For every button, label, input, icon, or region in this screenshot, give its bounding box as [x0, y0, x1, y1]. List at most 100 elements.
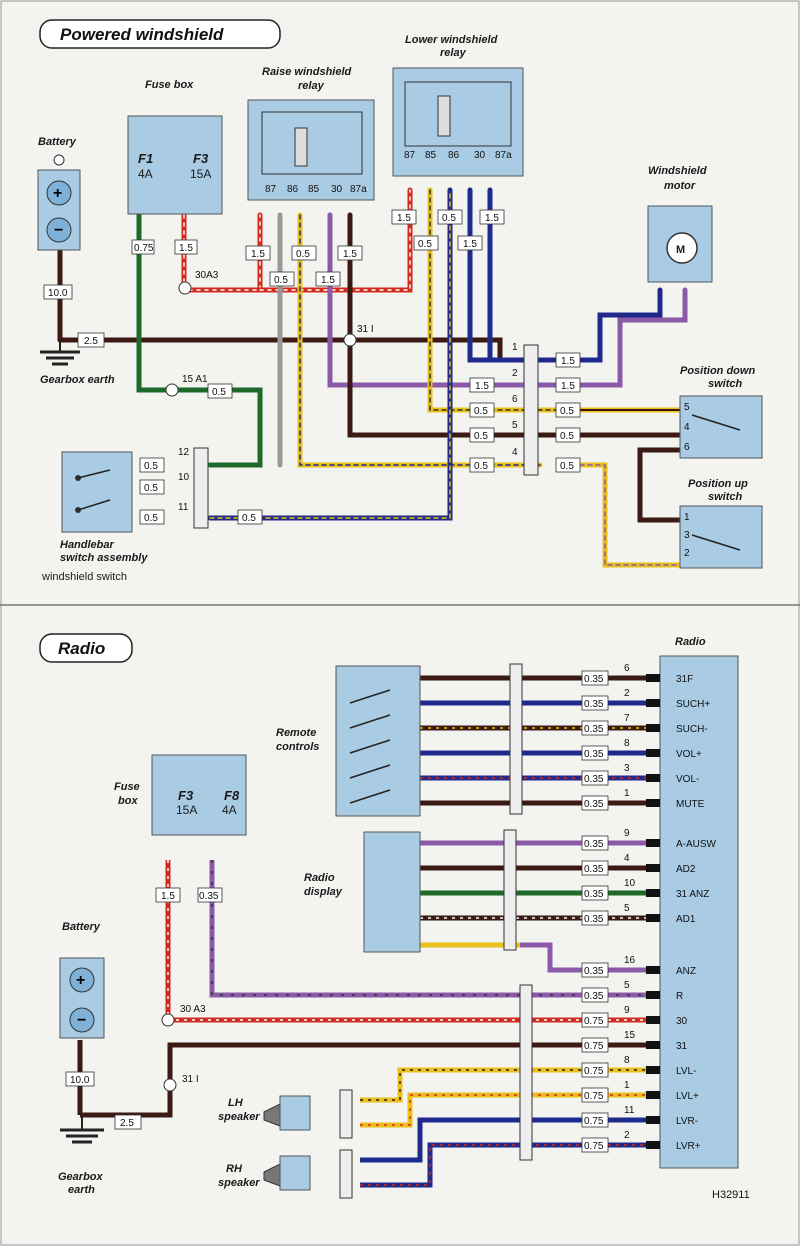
wire-size-value: 0.75 — [584, 1141, 604, 1152]
svg-text:85: 85 — [308, 184, 320, 195]
radio-pin-label: SUCH- — [676, 724, 708, 735]
size-tags-upper: 1.5 0.5 0.5 1.5 1.5 1.5 0.5 0.5 1.5 1.5 … — [139, 209, 581, 525]
radio-f3-label: F3 — [178, 788, 194, 803]
radio-pin-number: 5 — [624, 903, 630, 914]
radio-size-tags: 0.350.350.350.350.350.350.350.350.350.35… — [581, 670, 609, 1153]
handlebar-sub-label: windshield switch — [41, 571, 127, 583]
svg-text:earth: earth — [68, 1184, 95, 1196]
radio-pin-number: 3 — [624, 763, 630, 774]
f3-rating: 15A — [190, 167, 211, 181]
wire-size-value: 0.35 — [584, 839, 604, 850]
fuse-box-label: Fuse box — [145, 79, 194, 91]
wire-yellow-up-trace — [579, 464, 681, 566]
svg-text:box: box — [118, 795, 138, 807]
wire-size-value: 0.35 — [584, 991, 604, 1002]
svg-text:0.5: 0.5 — [144, 461, 158, 472]
svg-text:1.5: 1.5 — [179, 243, 193, 254]
radio-pin-number: 5 — [624, 980, 630, 991]
wire-size-value: 0.35 — [584, 799, 604, 810]
wire-size-value: 0.35 — [584, 864, 604, 875]
node-31i-radio — [163, 1078, 177, 1092]
wire-size-tag — [174, 239, 198, 255]
radio-pin-list: 31F6SUCH+2SUCH-7VOL+8VOL-3MUTE1A-AUSW9AD… — [624, 663, 717, 1152]
node-15a1-label: 15 A1 — [182, 374, 208, 385]
svg-text:LH: LH — [228, 1097, 244, 1109]
svg-text:5: 5 — [512, 420, 518, 431]
wire-size-value: 0.35 — [584, 889, 604, 900]
svg-text:85: 85 — [425, 150, 437, 161]
wire-size-value: 0.75 — [584, 1091, 604, 1102]
radio-pin-number: 15 — [624, 1030, 636, 1041]
f1-label: F1 — [138, 151, 153, 166]
wire-size-value: 0.75 — [584, 1041, 604, 1052]
radio-pin-connector — [646, 699, 660, 707]
radio-battery-label: Battery — [62, 921, 101, 933]
wires-upper — [57, 187, 688, 568]
svg-text:0.75: 0.75 — [134, 243, 154, 254]
svg-text:0.5: 0.5 — [560, 431, 574, 442]
wire-size-tag — [581, 1112, 609, 1128]
svg-text:2: 2 — [512, 368, 518, 379]
radio-pin-connector — [646, 1016, 660, 1024]
svg-text:motor: motor — [664, 180, 696, 192]
svg-text:0.35: 0.35 — [199, 891, 219, 902]
wire-size-tag — [581, 987, 609, 1003]
svg-text:1.5: 1.5 — [251, 249, 265, 260]
section-title: Powered windshield — [60, 25, 224, 44]
svg-text:1.5: 1.5 — [475, 381, 489, 392]
battery-fuse-tag — [43, 284, 73, 300]
radio-fuse-box-body — [151, 754, 247, 836]
svg-text:speaker: speaker — [218, 1177, 260, 1189]
radio-pin-label: R — [676, 991, 683, 1002]
lower-relay-body — [392, 67, 524, 177]
svg-text:controls: controls — [276, 741, 319, 753]
radio-pin-label: 30 — [676, 1016, 688, 1027]
battery-upper: Battery + − 10.0 Gearbox earth 2.5 — [37, 136, 115, 386]
section-radio: Radio — [39, 633, 750, 1201]
svg-text:Position up: Position up — [688, 478, 748, 490]
svg-text:30: 30 — [474, 150, 486, 161]
radio-pin-number: 1 — [624, 788, 630, 799]
radio-pin-number: 8 — [624, 738, 630, 749]
switch-contact-icon — [349, 689, 391, 704]
plus-icon: + — [76, 972, 85, 989]
svg-text:Remote: Remote — [276, 727, 316, 739]
radio-pin-label: SUCH+ — [676, 699, 710, 710]
radio-pin-number: 11 — [624, 1105, 635, 1116]
svg-text:0.5: 0.5 — [474, 406, 488, 417]
wire-size-tag — [581, 885, 609, 901]
radio-pin-label: LVL+ — [676, 1091, 699, 1102]
svg-text:RH: RH — [226, 1163, 243, 1175]
svg-text:6: 6 — [684, 442, 690, 453]
remote-controls: Remote controls — [276, 665, 421, 817]
wire-size-value: 0.75 — [584, 1066, 604, 1077]
svg-text:87a: 87a — [350, 184, 367, 195]
radio-pin-label: 31 — [676, 1041, 688, 1052]
svg-text:87: 87 — [265, 184, 277, 195]
connector-remote — [509, 663, 523, 815]
svg-text:87: 87 — [404, 150, 416, 161]
radio-pin-number: 9 — [624, 828, 630, 839]
radio-pin-label: LVR- — [676, 1116, 698, 1127]
svg-text:0.5: 0.5 — [144, 483, 158, 494]
svg-text:display: display — [304, 886, 343, 898]
svg-text:6: 6 — [512, 394, 518, 405]
title-badge — [39, 19, 281, 49]
raise-windshield-relay: Raise windshield relay 87 86 85 30 87a — [247, 66, 375, 201]
radio-f8-rating: 4A — [222, 803, 237, 817]
svg-text:12: 12 — [178, 447, 190, 458]
connector-display — [503, 829, 517, 951]
svg-text:Radio: Radio — [304, 872, 335, 884]
radio-pin-number: 2 — [624, 688, 630, 699]
wire-size-value: 0.75 — [584, 1016, 604, 1027]
radio-pin-connector — [646, 1116, 660, 1124]
svg-text:1.5: 1.5 — [485, 213, 499, 224]
radio-pin-connector — [646, 1141, 660, 1149]
radio-pin-label: AD1 — [676, 914, 696, 925]
svg-text:30: 30 — [331, 184, 343, 195]
wire-size-tag — [581, 910, 609, 926]
svg-text:3: 3 — [684, 530, 690, 541]
svg-text:Handlebar: Handlebar — [60, 539, 115, 551]
wire-size-tag — [581, 962, 609, 978]
wire-size-value: 0.35 — [584, 674, 604, 685]
